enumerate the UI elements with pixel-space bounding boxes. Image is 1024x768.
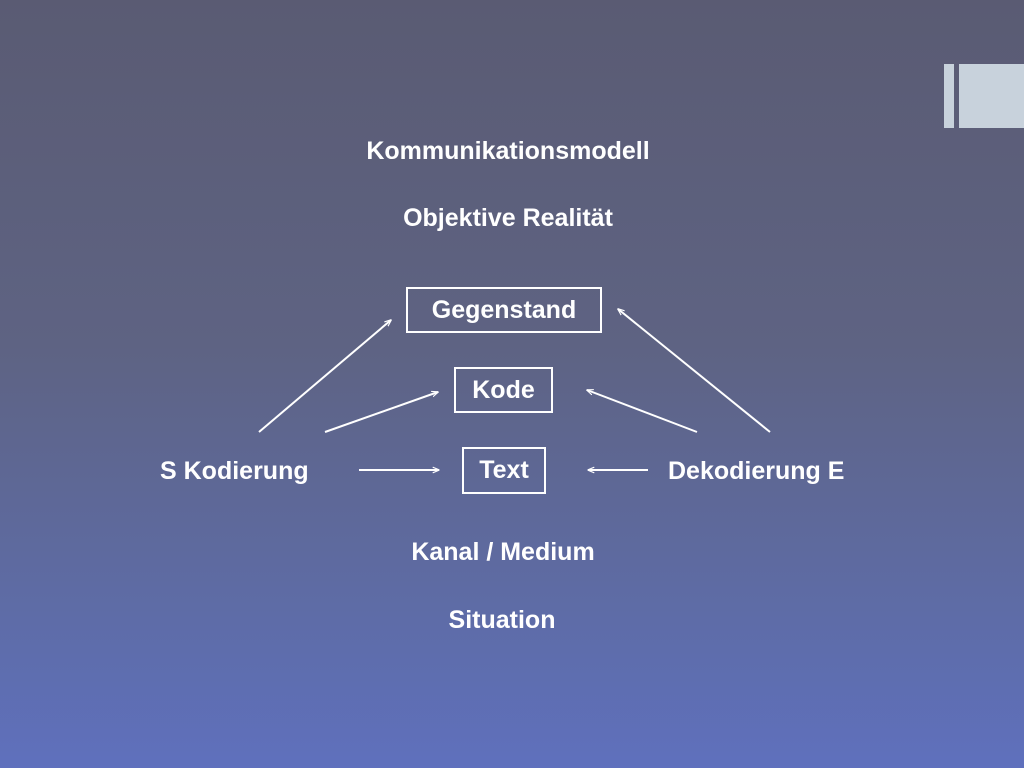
arrow-receiver-to-object xyxy=(618,309,771,433)
text-box: Text xyxy=(462,447,546,494)
object-box: Gegenstand xyxy=(406,287,602,333)
arrow-receiver-to-code xyxy=(587,389,698,433)
situation-label: Situation xyxy=(448,606,556,634)
sender-label: S Kodierung xyxy=(160,457,309,485)
reality-label: Objektive Realität xyxy=(403,204,613,232)
corner-decoration xyxy=(944,64,1024,128)
arrow-sender-to-object xyxy=(258,320,391,433)
code-box: Kode xyxy=(454,367,553,413)
receiver-label: Dekodierung E xyxy=(668,457,845,485)
channel-label: Kanal / Medium xyxy=(411,538,595,566)
arrow-sender-to-code xyxy=(324,392,438,433)
diagram-title: Kommunikationsmodell xyxy=(366,137,650,165)
corner-bar-thin xyxy=(944,64,954,128)
corner-bar-wide xyxy=(959,64,1024,128)
